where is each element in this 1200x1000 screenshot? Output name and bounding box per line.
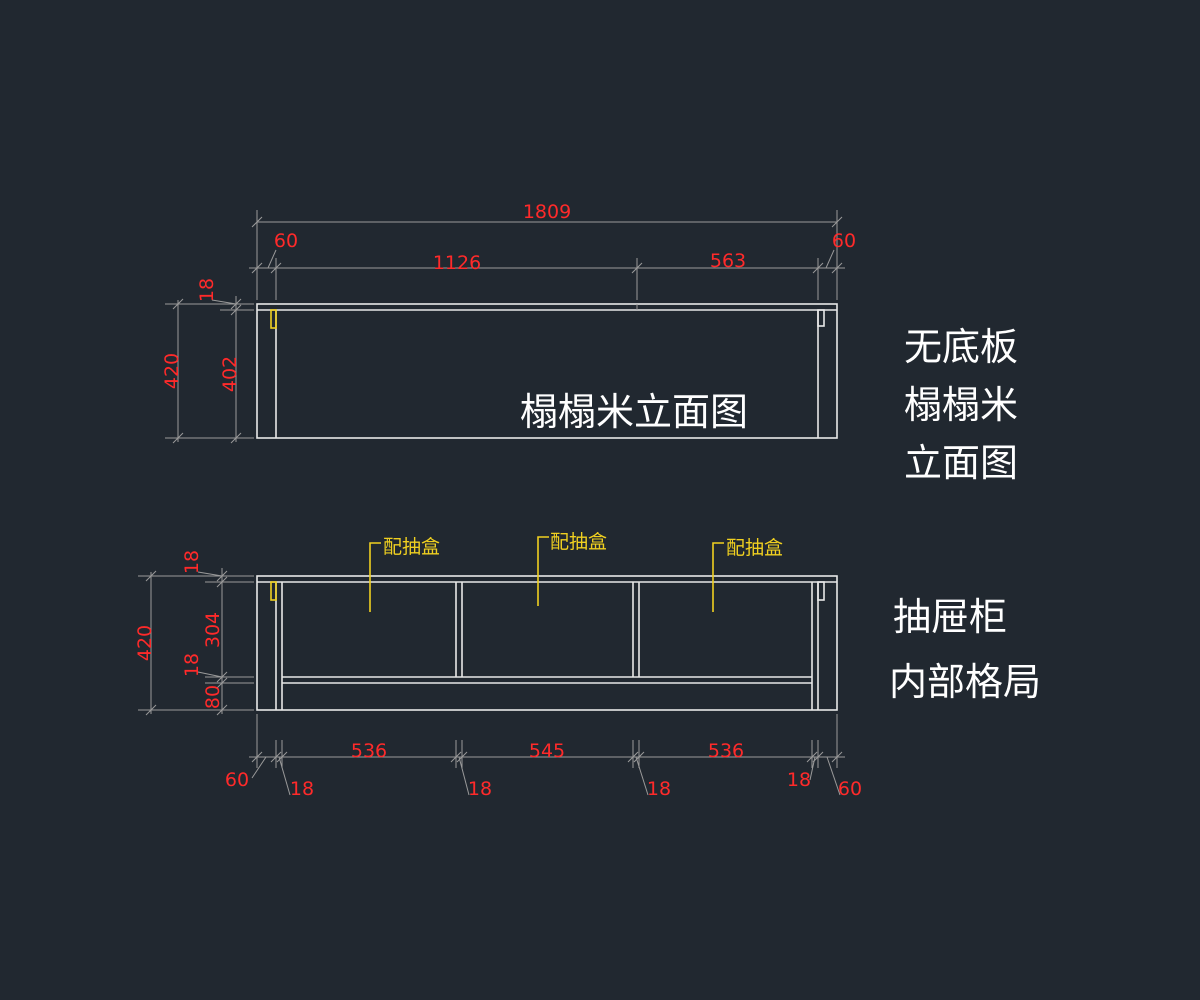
dim-overall: 1809 xyxy=(251,201,843,300)
dim-right-part-label: 563 xyxy=(710,250,746,272)
elevation-outline xyxy=(256,303,838,439)
dim-height-label: 420 xyxy=(161,353,183,389)
drawer-board-2-label: 18 xyxy=(468,778,492,800)
drawer-bay-2-label: 545 xyxy=(529,740,565,762)
drawer-note-2-label: 配抽盒 xyxy=(550,531,607,553)
dim-right-end-label: 60 xyxy=(832,230,856,252)
dim-drawer-vertical: 420 18 304 18 80 xyxy=(134,550,254,716)
elevation-side-line-1: 无底板 xyxy=(904,325,1018,369)
elevation-title: 榻榻米立面图 xyxy=(520,390,748,434)
drawer-right-notch xyxy=(817,581,825,601)
elevation-left-marker xyxy=(270,309,277,329)
drawer-dim-base-label: 80 xyxy=(202,685,224,709)
drawer-side-line-2: 内部格局 xyxy=(889,660,1041,704)
dim-overall-label: 1809 xyxy=(523,201,571,223)
drawer-board-1-label: 18 xyxy=(290,778,314,800)
drawer-dim-inner-label: 304 xyxy=(202,612,224,648)
drawer-bay-1-label: 536 xyxy=(351,740,387,762)
drawer-dim-top-label: 18 xyxy=(181,550,203,574)
drawer-left-marker xyxy=(270,581,277,601)
drawer-right-end-label: 60 xyxy=(838,778,862,800)
elevation-right-notch xyxy=(817,309,825,327)
elevation-side-line-3: 立面图 xyxy=(904,441,1018,485)
dim-middle-label: 1126 xyxy=(433,252,481,274)
drawer-board-3-label: 18 xyxy=(647,778,671,800)
dim-inner-height-label: 402 xyxy=(219,356,241,392)
drawer-dim-height-label: 420 xyxy=(134,625,156,661)
drawer-note-3-label: 配抽盒 xyxy=(726,537,783,559)
drawer-bay-3-label: 536 xyxy=(708,740,744,762)
dim-elevation-vertical: 420 402 18 xyxy=(161,278,254,444)
elevation-view: 1809 60 1126 563 60 xyxy=(161,201,1018,485)
drawer-view: 配抽盒 配抽盒 配抽盒 420 xyxy=(134,531,1041,800)
drawer-board-4-label: 18 xyxy=(787,769,811,791)
dim-top-board-label: 18 xyxy=(196,278,218,302)
dim-row-top: 60 1126 563 60 xyxy=(249,230,856,300)
drawer-note-1: 配抽盒 xyxy=(369,536,440,612)
drawer-side-title: 抽屉柜 内部格局 xyxy=(889,595,1041,704)
drawer-outline xyxy=(256,575,838,711)
dim-left-end-label: 60 xyxy=(274,230,298,252)
drawer-note-1-label: 配抽盒 xyxy=(383,536,440,558)
drawer-left-end-label: 60 xyxy=(225,769,249,791)
elevation-side-line-2: 榻榻米 xyxy=(904,383,1018,427)
drawer-side-line-1: 抽屉柜 xyxy=(893,595,1007,639)
drawer-dim-shelf-label: 18 xyxy=(181,653,203,677)
drawer-note-3: 配抽盒 xyxy=(712,537,783,612)
drawer-note-2: 配抽盒 xyxy=(537,531,607,606)
elevation-side-title: 无底板 榻榻米 立面图 xyxy=(904,325,1018,485)
dim-drawer-horizontal: 536 545 536 60 18 18 18 18 60 xyxy=(225,714,862,800)
